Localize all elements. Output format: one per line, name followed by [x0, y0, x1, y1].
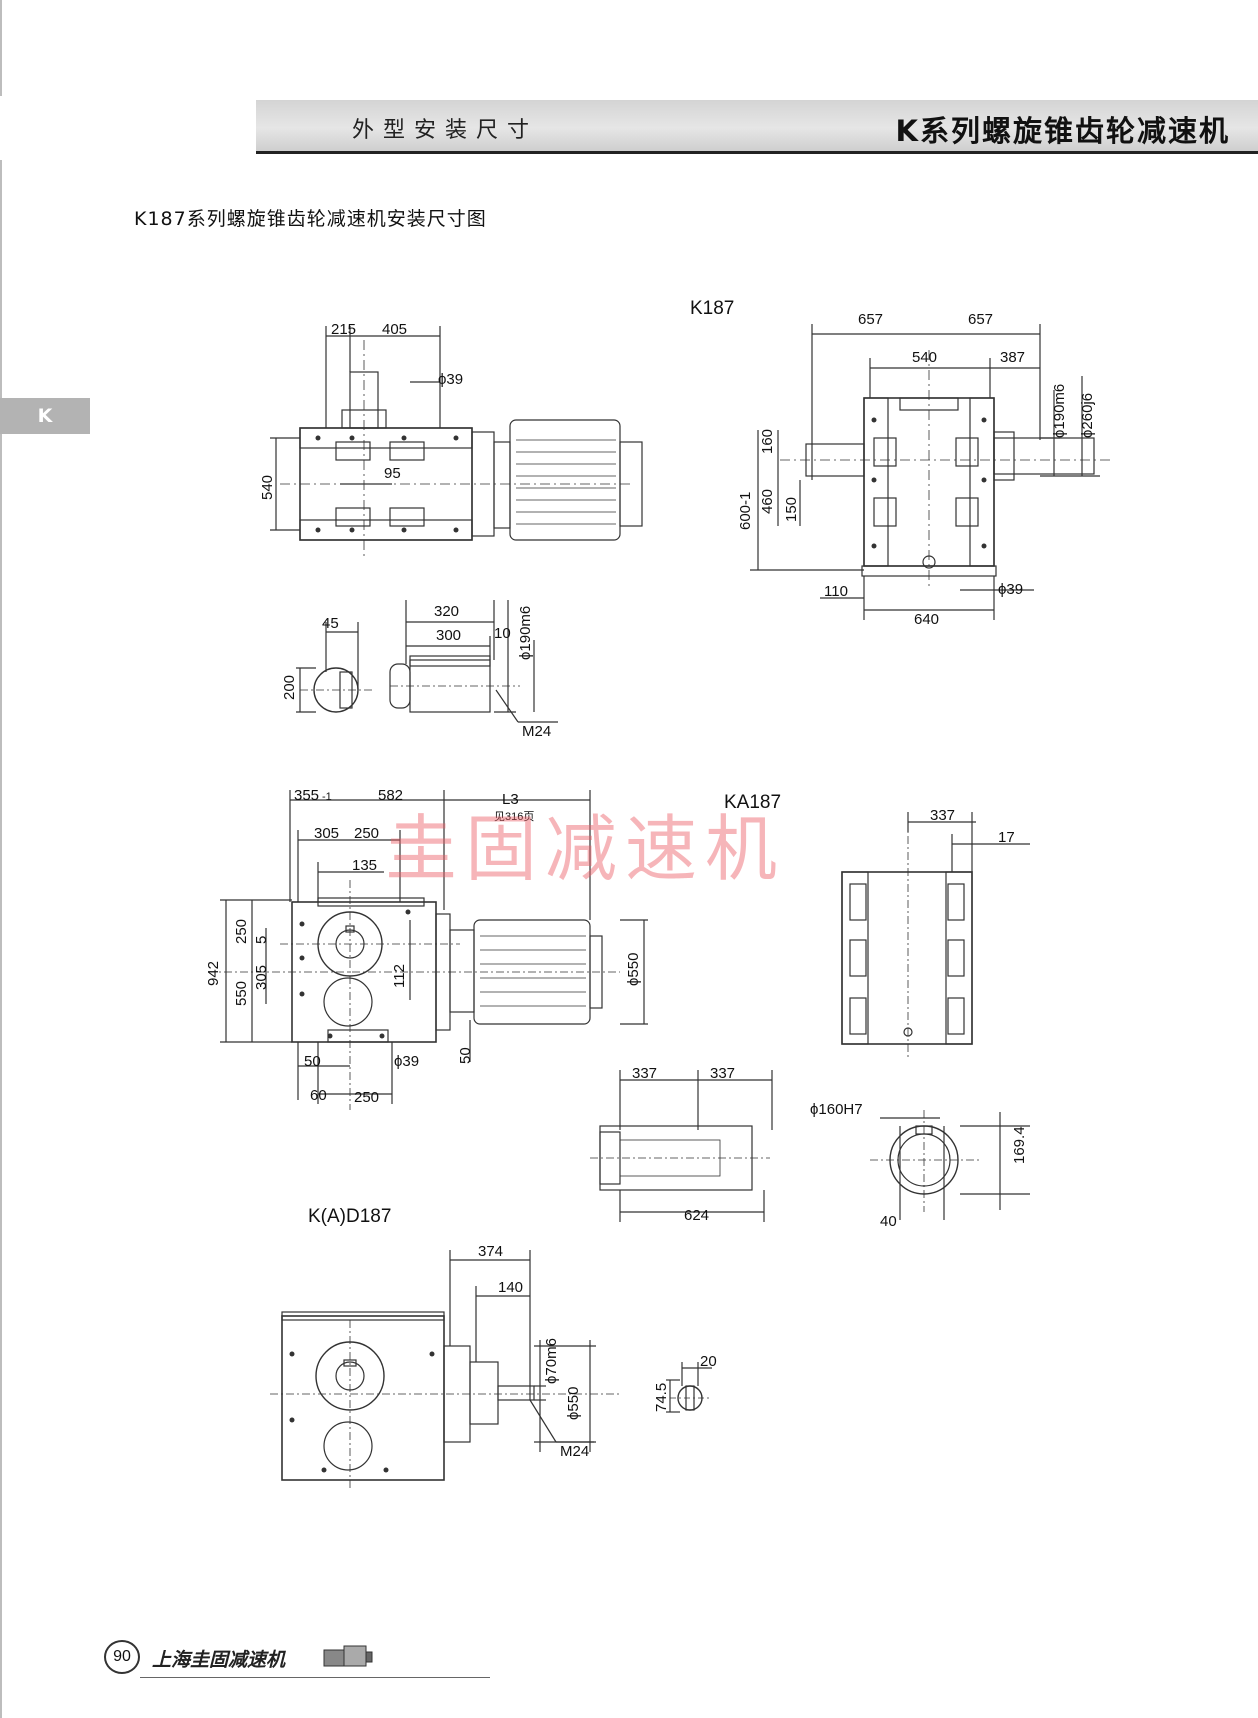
page-edge-bottom	[0, 160, 2, 1718]
dim-550-a: 550	[233, 981, 250, 1006]
header-left-title: 外型安装尺寸	[352, 118, 539, 143]
dim-582: 582	[378, 787, 403, 804]
dim-m24-b: M24	[560, 1443, 589, 1460]
dim-305-a: 305	[314, 825, 339, 842]
dim-600: 600-1	[737, 492, 754, 530]
gear-motor-icon	[323, 1645, 373, 1667]
dim-50-b: 50	[457, 1047, 474, 1064]
dim-250-c: 250	[354, 1089, 379, 1106]
k187-side-view	[750, 324, 1110, 620]
dim-50-a: 50	[304, 1053, 321, 1070]
k187-top-view	[270, 326, 643, 560]
hollow-shaft-section	[590, 1070, 773, 1222]
dim-200: 200	[281, 675, 298, 700]
dim-phi70m6: ϕ70m6	[543, 1338, 560, 1384]
dim-phi190m6-b: ϕ190m6	[517, 606, 534, 660]
ka187-side-view	[841, 812, 1030, 1060]
dim-phi550-b: ϕ550	[565, 1387, 582, 1420]
view-label-kad187: K(A)D187	[308, 1206, 392, 1227]
small-shaft-detail	[666, 1362, 712, 1413]
dim-942: 942	[205, 961, 222, 986]
dim-phi39-a: ϕ39	[438, 371, 463, 388]
dim-150: 150	[783, 497, 800, 522]
dim-640: 640	[914, 611, 939, 628]
dim-337-c: 337	[710, 1065, 735, 1082]
dim-160: 160	[759, 429, 776, 454]
dim-169-4: 169.4	[1011, 1126, 1028, 1164]
dim-40: 40	[880, 1213, 897, 1230]
dim-355-tol: -1	[322, 791, 332, 803]
view-label-ka187: KA187	[724, 792, 782, 813]
dim-540-a: 540	[259, 475, 276, 500]
dim-135: 135	[352, 857, 377, 874]
dim-74-5: 74.5	[653, 1383, 670, 1412]
view-label-k187: K187	[690, 298, 735, 319]
dim-355: 355	[294, 787, 319, 804]
dim-112: 112	[391, 964, 408, 988]
dim-387: 387	[1000, 349, 1025, 366]
k187-front-view	[208, 790, 648, 1110]
dim-337-b: 337	[632, 1065, 657, 1082]
section-title: K187系列螺旋锥齿轮减速机安装尺寸图	[134, 208, 487, 230]
dim-540-b: 540	[912, 349, 937, 366]
dim-95: 95	[384, 465, 401, 482]
dim-320: 320	[434, 603, 459, 620]
dim-20: 20	[700, 1353, 717, 1370]
dim-305-b: 305	[253, 965, 270, 990]
dim-657-a: 657	[858, 311, 883, 328]
dim-250-a: 250	[354, 825, 379, 842]
watermark: 圭固减速机	[385, 807, 786, 891]
dim-phi39-c: ϕ39	[394, 1053, 419, 1070]
dim-624: 624	[684, 1207, 709, 1224]
dim-374: 374	[478, 1243, 503, 1260]
dim-140: 140	[498, 1279, 523, 1296]
dim-phi550-a: ϕ550	[625, 953, 642, 986]
dim-215: 215	[331, 321, 356, 338]
dim-45: 45	[322, 615, 339, 632]
header-right-title: K系列螺旋锥齿轮减速机	[895, 114, 1230, 148]
company-name: 上海圭固减速机	[152, 1649, 286, 1671]
header-bar: 外型安装尺寸 K系列螺旋锥齿轮减速机	[256, 100, 1258, 154]
dim-m24-a: M24	[522, 723, 551, 740]
dim-phi39-b: ϕ39	[998, 581, 1023, 598]
hollow-bore-view	[870, 1110, 1030, 1220]
dim-460: 460	[759, 489, 776, 514]
dim-300: 300	[436, 627, 461, 644]
page-number: 90	[104, 1640, 140, 1674]
dim-phi260j6: ϕ260j6	[1079, 393, 1096, 438]
dim-phi190m6-a: ϕ190m6	[1051, 384, 1068, 438]
dim-405: 405	[382, 321, 407, 338]
dim-5: 5	[253, 936, 270, 944]
page-edge-top	[0, 0, 2, 96]
dim-phi160h7: ϕ160H7	[810, 1101, 863, 1118]
dim-l3: L3	[502, 791, 519, 808]
dim-60: 60	[310, 1087, 327, 1104]
dim-10: 10	[494, 625, 511, 642]
dim-110: 110	[824, 583, 848, 600]
shaft-detail	[296, 600, 558, 723]
dim-17: 17	[998, 829, 1015, 846]
kad187-front-view	[270, 1250, 620, 1490]
dim-250-b: 250	[233, 919, 250, 944]
side-tab: K	[0, 398, 90, 434]
dim-337-a: 337	[930, 807, 955, 824]
dim-657-b: 657	[968, 311, 993, 328]
footer-line	[140, 1677, 490, 1678]
dim-l3-note: 见316页	[494, 811, 534, 823]
